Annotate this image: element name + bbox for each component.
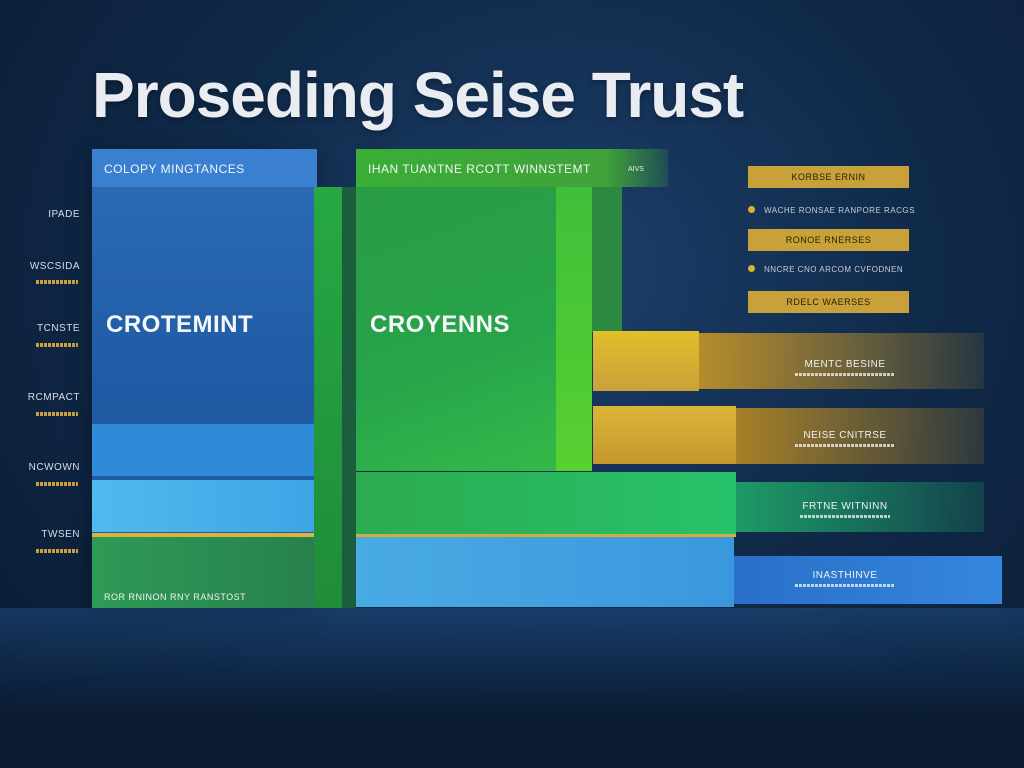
gold-block-2 bbox=[593, 406, 736, 464]
blue-bar-extension bbox=[734, 556, 1002, 604]
bar-label-1: MENTC BESINE bbox=[804, 359, 886, 370]
bar-label-3-sub bbox=[800, 515, 890, 518]
blue-panel-footer: ROR RNINON RNY RANSTOST bbox=[104, 592, 247, 602]
green-bar-extension bbox=[736, 482, 984, 532]
green-panel-stripe bbox=[556, 187, 592, 471]
blue-band-1 bbox=[92, 424, 314, 476]
bar-label-3: FRTNE WITNINN bbox=[802, 501, 888, 512]
blue-band-3 bbox=[92, 537, 314, 608]
legend-chip-2: RONOE RNERSES bbox=[748, 229, 909, 251]
legend-chip-1: KORBSE ERNIN bbox=[748, 166, 909, 188]
gold-block-2-shadow bbox=[736, 408, 984, 464]
legend-bullet-2-icon bbox=[748, 265, 755, 272]
cyan-bar bbox=[356, 537, 734, 607]
blue-panel-header: COLOPY MINGTANCES bbox=[104, 162, 245, 176]
bar-label-2: NEISE CNITRSE bbox=[803, 430, 887, 441]
green-pillar-dark bbox=[342, 187, 356, 608]
bar-label-4-sub bbox=[795, 584, 895, 587]
gold-block-1-shadow bbox=[699, 333, 984, 389]
blue-panel-header-bar bbox=[92, 149, 317, 187]
side-label-2-underline bbox=[36, 280, 78, 284]
green-panel-header-bar bbox=[356, 149, 668, 187]
bar-label-2-sub bbox=[795, 444, 895, 447]
side-label-2: WSCSIDA bbox=[29, 261, 80, 272]
gold-divider-2 bbox=[356, 534, 736, 537]
legend-bullet-1-icon bbox=[748, 206, 755, 213]
side-label-5-underline bbox=[36, 482, 78, 486]
green-pillar bbox=[314, 187, 342, 608]
bar-label-1-sub bbox=[795, 373, 895, 376]
legend-bullet-1: WACHE RONSAE RANPORE RACGS bbox=[764, 206, 915, 215]
side-label-3-underline bbox=[36, 343, 78, 347]
side-label-5: NCWOWN bbox=[28, 462, 80, 473]
gold-block-1 bbox=[593, 331, 699, 391]
green-panel-stripe-2 bbox=[592, 187, 622, 332]
green-panel-header: IHAN TUANTNE RCOTT WINNSTEMT bbox=[368, 162, 591, 176]
blue-panel-word: CROTEMINT bbox=[106, 311, 254, 338]
bar-label-4: INASTHINVE bbox=[812, 570, 878, 581]
side-label-4: RCMPACT bbox=[27, 392, 80, 403]
side-label-3: TCNSTE bbox=[37, 323, 80, 334]
blue-band-2 bbox=[92, 480, 314, 532]
green-panel-word: CROYENNS bbox=[370, 311, 511, 338]
floor-reflection bbox=[0, 608, 1024, 768]
side-label-1: IPADE bbox=[48, 209, 80, 220]
green-bar bbox=[356, 472, 736, 534]
legend-bullet-2: NNCRE CNO ARCOM CVFODNEN bbox=[764, 265, 904, 274]
side-label-4-underline bbox=[36, 412, 78, 416]
legend-chip-3: RDELC WAERSES bbox=[748, 291, 909, 313]
page-title: Proseding Seise Trust bbox=[92, 59, 744, 131]
green-panel bbox=[356, 149, 592, 471]
side-label-6: TWSEN bbox=[41, 529, 80, 540]
gold-divider bbox=[92, 533, 314, 537]
green-panel-header-tag: AIVS bbox=[628, 166, 644, 173]
side-label-6-underline bbox=[36, 549, 78, 553]
